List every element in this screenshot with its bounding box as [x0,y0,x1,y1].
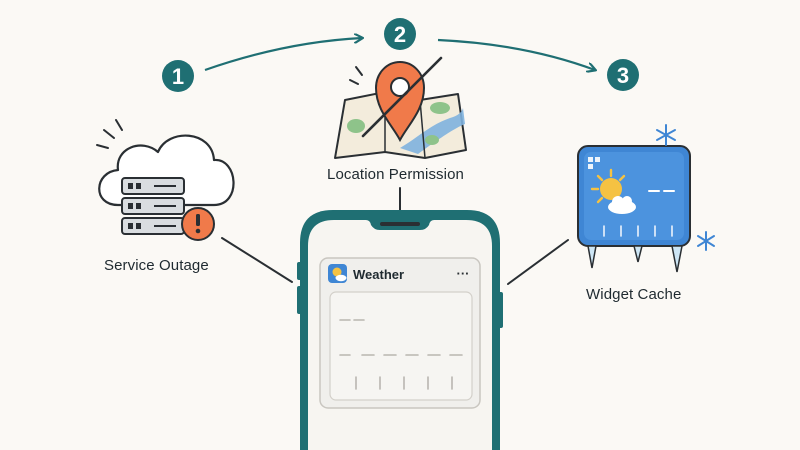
connector-outage-to-phone [221,237,293,283]
step-number-3: 3 [617,63,629,88]
label-widget-cache: Widget Cache [586,286,682,303]
step-number-1: 1 [172,64,184,89]
server-icon [121,177,185,235]
small-cloud-icon [608,196,636,214]
location-pin-icon [361,56,443,143]
weather-widget-card: Weather ··· [319,257,481,409]
pin-accent-lines [349,66,363,85]
step-badge-3: 3 [607,59,639,91]
weather-app-icon [328,264,347,283]
widget-content-area [329,291,473,401]
arrow-step2-to-step3 [437,38,595,70]
phone-speaker [380,222,420,226]
location-permission-group [334,56,467,159]
label-service-outage: Service Outage [104,257,209,274]
widget-more-icon[interactable]: ··· [457,266,470,281]
step-number-2: 2 [394,22,406,47]
widget-title: Weather [353,267,404,282]
alert-icon [181,207,215,241]
label-location-permission: Location Permission [327,166,464,183]
step-badge-1: 1 [162,60,194,92]
service-outage-group [96,119,235,241]
ice-drips [587,245,683,273]
connector-cache-to-phone [507,239,569,285]
sun-icon [590,168,626,204]
signal-lines [96,119,123,149]
weather-widget-icon [577,145,691,247]
snowflake-icon-small [697,231,715,251]
snowflake-icon [656,124,676,146]
step-badge-2: 2 [384,18,416,50]
arrow-step1-to-step2 [204,38,362,72]
widget-cache-group [577,124,715,273]
widget-placeholder-dashes [339,319,463,390]
